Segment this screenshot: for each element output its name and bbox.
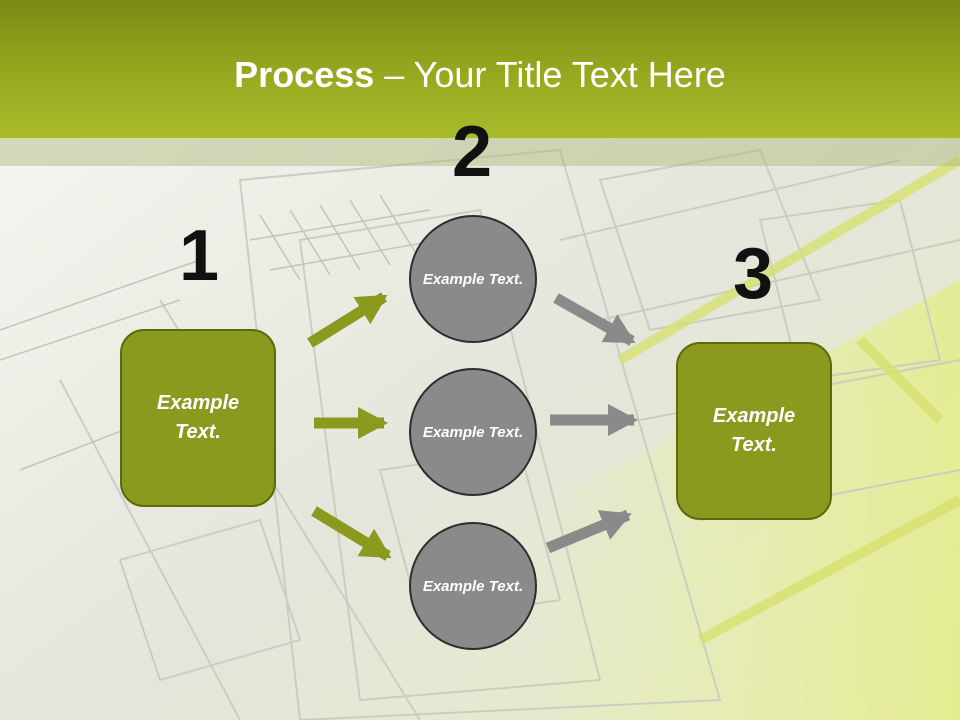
step-number-1: 1 [178, 216, 220, 296]
step-2-circle-bottom: Example Text. [409, 522, 537, 650]
arrow-1-to-top-circle [307, 292, 388, 348]
step-1-box-text: Example Text. [156, 392, 240, 443]
title-bar [0, 0, 960, 138]
slide-title: Process – Your Title Text Here [0, 52, 960, 98]
title-bar-band [0, 138, 960, 166]
arrow-1-to-bottom-circle [311, 506, 392, 561]
circle-top-text: Example Text. [422, 270, 524, 288]
arrow-top-circle-to-3 [553, 293, 636, 346]
step-number-3: 3 [732, 234, 774, 314]
title-bold: Process [234, 54, 375, 95]
step-2-circle-top: Example Text. [409, 215, 537, 343]
circle-bottom-text: Example Text. [422, 577, 524, 595]
step-2-circle-middle: Example Text. [409, 368, 537, 496]
step-3-box-text: Example Text. [712, 405, 796, 456]
arrow-bottom-circle-to-3 [545, 509, 632, 554]
step-number-2: 2 [451, 112, 493, 192]
title-rest: – Your Title Text Here [374, 54, 726, 95]
step-3-box: Example Text. [676, 342, 832, 520]
step-1-box: Example Text. [120, 329, 276, 507]
circle-middle-text: Example Text. [422, 423, 524, 441]
